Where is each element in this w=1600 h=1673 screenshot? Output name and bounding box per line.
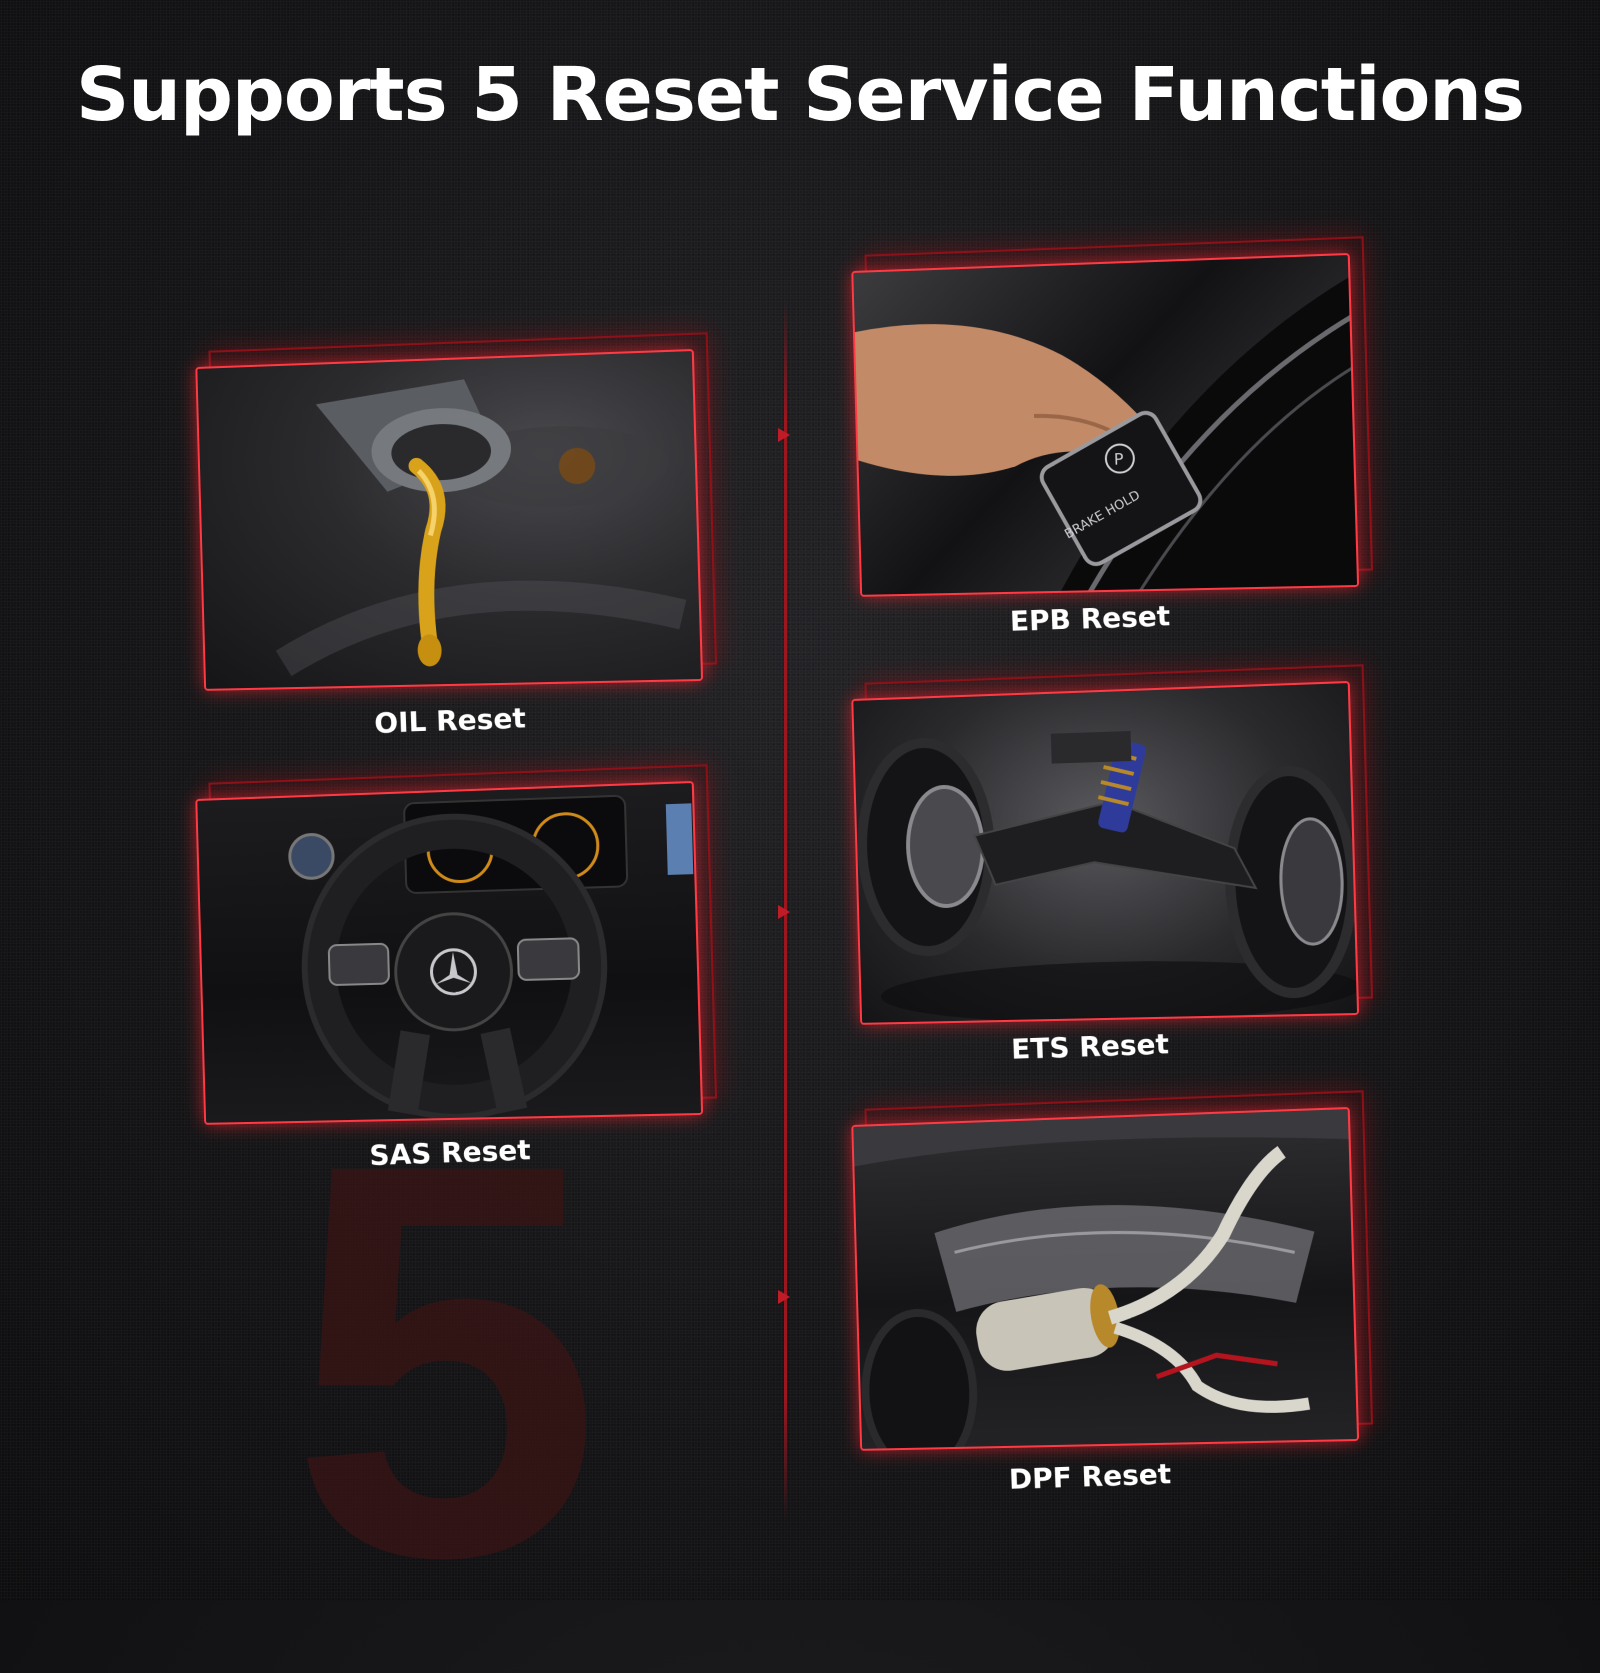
epb-button-symbol: P bbox=[1114, 449, 1125, 468]
ets-reset-image bbox=[853, 683, 1360, 1025]
exhaust-illustration bbox=[853, 1108, 1353, 1451]
oil-reset-label: OIL Reset bbox=[373, 701, 527, 740]
page-title: Supports 5 Reset Service Functions bbox=[75, 52, 1525, 138]
epb-reset-card: P BRAKE HOLD bbox=[851, 236, 1374, 597]
divider-arrow-icon bbox=[778, 1290, 790, 1304]
sas-reset-label: SAS Reset bbox=[368, 1133, 532, 1172]
dpf-reset-card bbox=[851, 1090, 1374, 1451]
dpf-reset-image bbox=[853, 1108, 1358, 1451]
sas-reset-image bbox=[197, 783, 702, 1125]
epb-reset-label: EPB Reset bbox=[1009, 599, 1171, 638]
divider-arrow-icon bbox=[778, 905, 790, 919]
divider-arrow-icon bbox=[778, 428, 790, 442]
ets-reset-label: ETS Reset bbox=[1010, 1027, 1170, 1066]
big-number-background: 5 bbox=[290, 1047, 602, 1673]
dpf-reset-label: DPF Reset bbox=[1008, 1457, 1172, 1496]
oil-reset-card bbox=[195, 332, 717, 691]
parking-brake-illustration: P BRAKE HOLD bbox=[854, 275, 1360, 597]
epb-reset-image: P BRAKE HOLD bbox=[853, 255, 1360, 597]
oil-pour-illustration bbox=[197, 378, 703, 691]
sas-reset-card bbox=[195, 764, 718, 1125]
ets-reset-card bbox=[851, 664, 1374, 1025]
steering-wheel-illustration bbox=[197, 783, 694, 1125]
oil-reset-image bbox=[197, 351, 701, 689]
suspension-illustration bbox=[853, 683, 1360, 1025]
